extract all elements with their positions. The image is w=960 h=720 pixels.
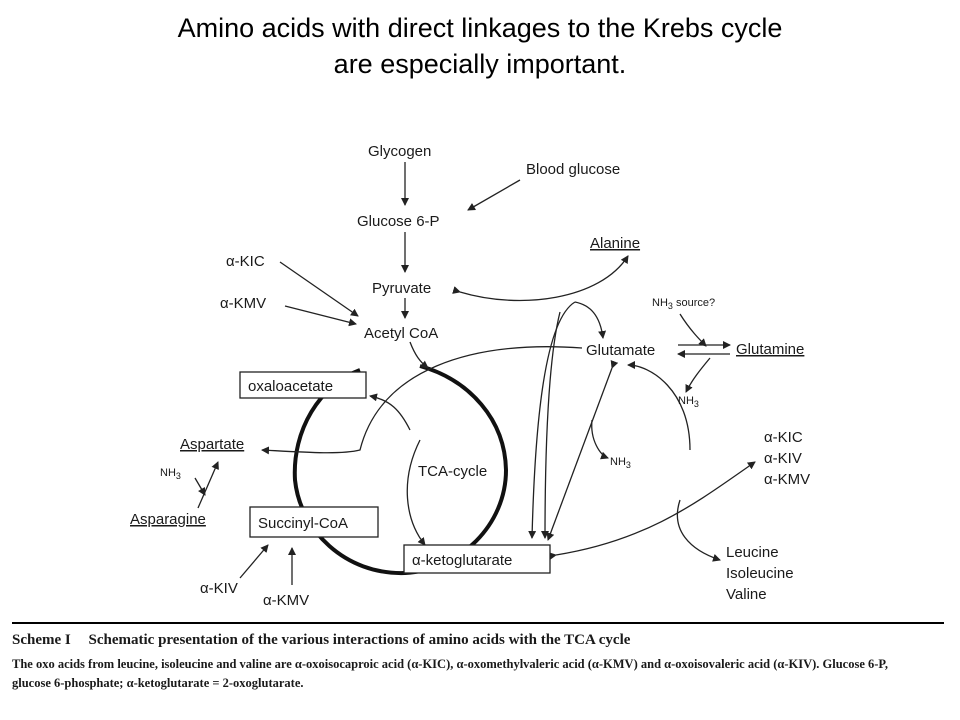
pyruvate-label: Pyruvate <box>372 280 431 297</box>
alanine-label: Alanine <box>590 235 640 252</box>
glucose6p-label: Glucose 6-P <box>357 213 440 230</box>
arrow-pyruvate-alanine <box>452 255 629 302</box>
succinyl-coa-box <box>249 506 379 538</box>
acetyl-coa-label: Acetyl CoA <box>364 325 438 342</box>
tca-cycle-diagram: Glycogen Blood glucose Glucose 6-P Pyruv… <box>130 143 810 609</box>
title-line-1: Amino acids with direct linkages to the … <box>177 13 783 43</box>
arrow-bcaa-glutamate <box>627 361 691 451</box>
arrow-glutamate-nh3 <box>591 419 609 460</box>
glutamine-label: Glutamine <box>736 341 804 358</box>
arrow-kmv-acetylcoa <box>284 305 357 327</box>
arrow-cycle-oxaloacetate <box>369 393 411 431</box>
oxaloacetate-box <box>239 371 367 399</box>
arrow-glutamate-aspartate <box>261 346 583 455</box>
nh3-mid-label: NH3 <box>610 456 631 470</box>
caption-line-2: glucose 6-phosphate; α-ketoglutarate = 2… <box>12 676 304 690</box>
slide-title: Amino acids with direct linkages to the … <box>0 10 960 82</box>
caption-heading-text: Schematic presentation of the various in… <box>88 632 631 648</box>
blood-glucose-label: Blood glucose <box>526 161 620 178</box>
aspartate-label: Aspartate <box>180 436 244 453</box>
alpha-kiv-right-label: α-KIV <box>764 450 802 467</box>
tca-cycle-label: TCA-cycle <box>418 463 487 480</box>
leucine-label: Leucine <box>726 544 779 561</box>
arrow-pyruvate-ketoglutarate <box>541 311 561 539</box>
caption-line-1: The oxo acids from leucine, isoleucine a… <box>12 657 889 671</box>
arrow-bloodglucose-glucose6p <box>467 179 521 211</box>
glutamate-label: Glutamate <box>586 342 655 359</box>
arrow-nh3source-glutamine <box>679 313 707 347</box>
caption-heading: Scheme I Schematic presentation of the v… <box>12 632 944 649</box>
title-line-2: are especially important. <box>333 49 627 79</box>
arrow-glutamine-nh3 <box>685 357 711 393</box>
caption-body: The oxo acids from leucine, isoleucine a… <box>12 655 944 693</box>
glycogen-label: Glycogen <box>368 143 431 160</box>
valine-label: Valine <box>726 586 767 603</box>
arrow-alanine-glutamate <box>574 301 607 339</box>
alpha-kiv-bottom-label: α-KIV <box>200 580 238 597</box>
arrow-kic-acetylcoa <box>279 261 359 317</box>
arrow-alanine-ketoglutarate <box>528 301 576 539</box>
alpha-kmv-left-label: α-KMV <box>220 295 266 312</box>
arrow-keto-leucine <box>676 499 721 562</box>
ketoglutarate-box <box>403 544 551 574</box>
alpha-kmv-bottom-label: α-KMV <box>263 592 309 609</box>
alpha-ketoglutarate-label: α-ketoglutarate <box>412 552 512 569</box>
arrow-ketoglutarate-bcaa-keto <box>548 461 756 561</box>
nh3-source-label: NH3 source? <box>652 297 715 311</box>
arrow-acetylcoa-cycle <box>409 341 429 369</box>
arrow-nh3-asparagine <box>194 477 206 496</box>
nh3-glutamine-label: NH3 <box>678 395 699 409</box>
oxaloacetate-label: oxaloacetate <box>248 378 333 395</box>
alpha-kic-right-label: α-KIC <box>764 429 803 446</box>
isoleucine-label: Isoleucine <box>726 565 794 582</box>
alpha-kic-left-label: α-KIC <box>226 253 265 270</box>
asparagine-label: Asparagine <box>130 511 206 528</box>
arrow-asparagine-aspartate <box>197 461 219 509</box>
caption-scheme-label: Scheme I <box>12 632 71 648</box>
arrow-tca-ketoglutarate <box>406 439 426 546</box>
arrow-kiv-succinylcoa <box>239 544 269 579</box>
succinyl-coa-label: Succinyl-CoA <box>258 515 348 532</box>
nh3-aspartate-label: NH3 <box>160 467 181 481</box>
figure-caption: Scheme I Schematic presentation of the v… <box>12 622 944 693</box>
alpha-kmv-right-label: α-KMV <box>764 471 810 488</box>
